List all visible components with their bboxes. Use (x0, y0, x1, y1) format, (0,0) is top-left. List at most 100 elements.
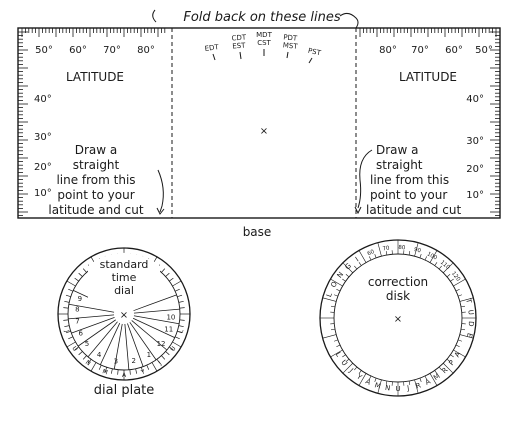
right-top-label: 80° (379, 45, 397, 56)
time-zone-mdt: MDT (256, 31, 272, 39)
left-side-label: 20° (34, 162, 52, 173)
longitude-letter: D (467, 321, 475, 327)
dial-plate-center-mark: × (120, 310, 128, 321)
left-instruction-line: line from this (56, 173, 135, 187)
correction-disk-month-letter: M (432, 372, 442, 382)
right-instruction-line: Draw a (376, 143, 419, 157)
dial-plate-hour-number: 3 (114, 357, 118, 365)
dial-plate-month-letter: U (70, 345, 78, 353)
longitude-number: 70 (382, 245, 390, 252)
right-side-label: 30° (466, 136, 484, 147)
longitude-number: 90 (413, 247, 422, 255)
correction-disk-month-letter: U (395, 385, 400, 393)
correction-disk-month-letter: R (440, 366, 449, 375)
dial-plate-caption: dial plate (94, 383, 155, 398)
base-label: base (243, 225, 272, 239)
left-top-label: 70° (103, 45, 121, 56)
dial-plate-hour-number: 1 (147, 351, 151, 359)
correction-disk-month-letter: U (339, 359, 348, 368)
right-latitude-label: LATITUDE (399, 70, 457, 84)
dial-plate-title-line: standard (100, 258, 149, 271)
fold-caption: Fold back on these lines (183, 10, 340, 25)
correction-disk-month-letter: M (374, 381, 382, 390)
dial-plate-title-line: time (112, 271, 137, 284)
dial-plate-hour-number: 4 (97, 351, 102, 359)
right-top-label: 60° (445, 45, 463, 56)
longitude-letter: E (465, 332, 474, 338)
right-instruction-line: line from this (370, 173, 449, 187)
right-top-label: 70° (411, 45, 429, 56)
correction-disk-title-line: correction (368, 275, 428, 289)
right-side-label: 20° (466, 164, 484, 175)
dial-plate-hour-number: 8 (75, 305, 79, 313)
right-side-label: 10° (466, 190, 484, 201)
left-top-label: 50° (35, 45, 53, 56)
longitude-number: 80 (398, 245, 406, 251)
longitude-number: 110 (439, 260, 451, 272)
left-instruction-arrow (158, 170, 163, 212)
correction-disk-month-letter: Y (354, 372, 363, 382)
correction-disk-month-letter: J (347, 366, 355, 374)
left-top-ruler (22, 28, 165, 37)
left-instruction-line: straight (73, 158, 120, 172)
right-side-ruler (490, 32, 500, 216)
longitude-number: 120 (450, 271, 461, 283)
fold-caption-left-arrow (153, 10, 156, 22)
center-gnomon-mark: × (260, 126, 268, 137)
right-top-label: 50° (475, 45, 493, 56)
dial-plate-month-letter: J (157, 360, 164, 367)
left-side-label: 10° (34, 188, 52, 199)
dial-plate-hour-number: 7 (75, 318, 79, 326)
longitude-number: 100 (426, 251, 439, 261)
left-top-label: 60° (69, 45, 87, 56)
dial-plate-hour-number: 5 (85, 340, 89, 348)
correction-disk-month-letter: P (447, 359, 456, 367)
left-side-label: 40° (34, 94, 52, 105)
left-latitude-label: LATITUDE (66, 70, 124, 84)
dial-plate-month-letter: N (84, 359, 92, 367)
fold-caption-right-arrow (340, 13, 358, 28)
longitude-letter: T (464, 297, 473, 305)
correction-disk-title-line: disk (386, 289, 410, 303)
correction-disk-center-mark: × (394, 314, 402, 325)
time-zone-mst: MST (282, 41, 298, 51)
correction-disk-month-letter: J (406, 384, 410, 392)
left-top-label: 80° (137, 45, 155, 56)
dial-plate-hour-number: 9 (78, 295, 82, 303)
longitude-letter: I (354, 256, 360, 264)
left-instruction-line: Draw a (75, 143, 118, 157)
correction-disk-month-letter: N (385, 384, 391, 393)
longitude-letter: N (336, 271, 346, 280)
dial-plate-month-letter: L (178, 328, 186, 334)
longitude-letter: U (466, 309, 474, 315)
correction-disk-month-letter: A (424, 377, 432, 386)
time-zone-edt: EDT (204, 43, 220, 53)
right-side-label: 40° (466, 94, 484, 105)
right-instruction-line: latitude and cut (366, 203, 461, 217)
correction-disk-month-letter: A (364, 378, 372, 387)
correction-disk-month-letter: L (334, 351, 343, 358)
time-zone-cst: CST (257, 39, 271, 47)
dial-plate-hour-number: 12 (157, 340, 166, 348)
left-side-ruler (18, 32, 28, 216)
dial-plate-month-letter: A (122, 372, 127, 379)
dial-plate-month-letter: Y (139, 368, 146, 376)
correction-disk-month-letter: R (415, 381, 422, 390)
longitude-letter: L (325, 292, 334, 298)
longitude-number: 60 (367, 249, 376, 257)
left-instruction-line: point to your (57, 188, 134, 202)
right-top-ruler (360, 28, 496, 37)
dial-plate-month-letter: U (169, 345, 177, 353)
dial-plate-hour-number: 2 (132, 357, 136, 365)
time-zone-pointers (213, 49, 312, 63)
time-zone-est: EST (232, 42, 246, 51)
dial-plate-hour-number: 10 (166, 313, 175, 321)
correction-disk-month-letter: A (453, 350, 462, 358)
left-side-label: 30° (34, 132, 52, 143)
dial-plate-month-letter: M (101, 368, 108, 376)
longitude-letter: G (343, 262, 352, 272)
dial-plate-title-line: dial (114, 284, 134, 297)
right-instruction-line: point to your (370, 188, 447, 202)
